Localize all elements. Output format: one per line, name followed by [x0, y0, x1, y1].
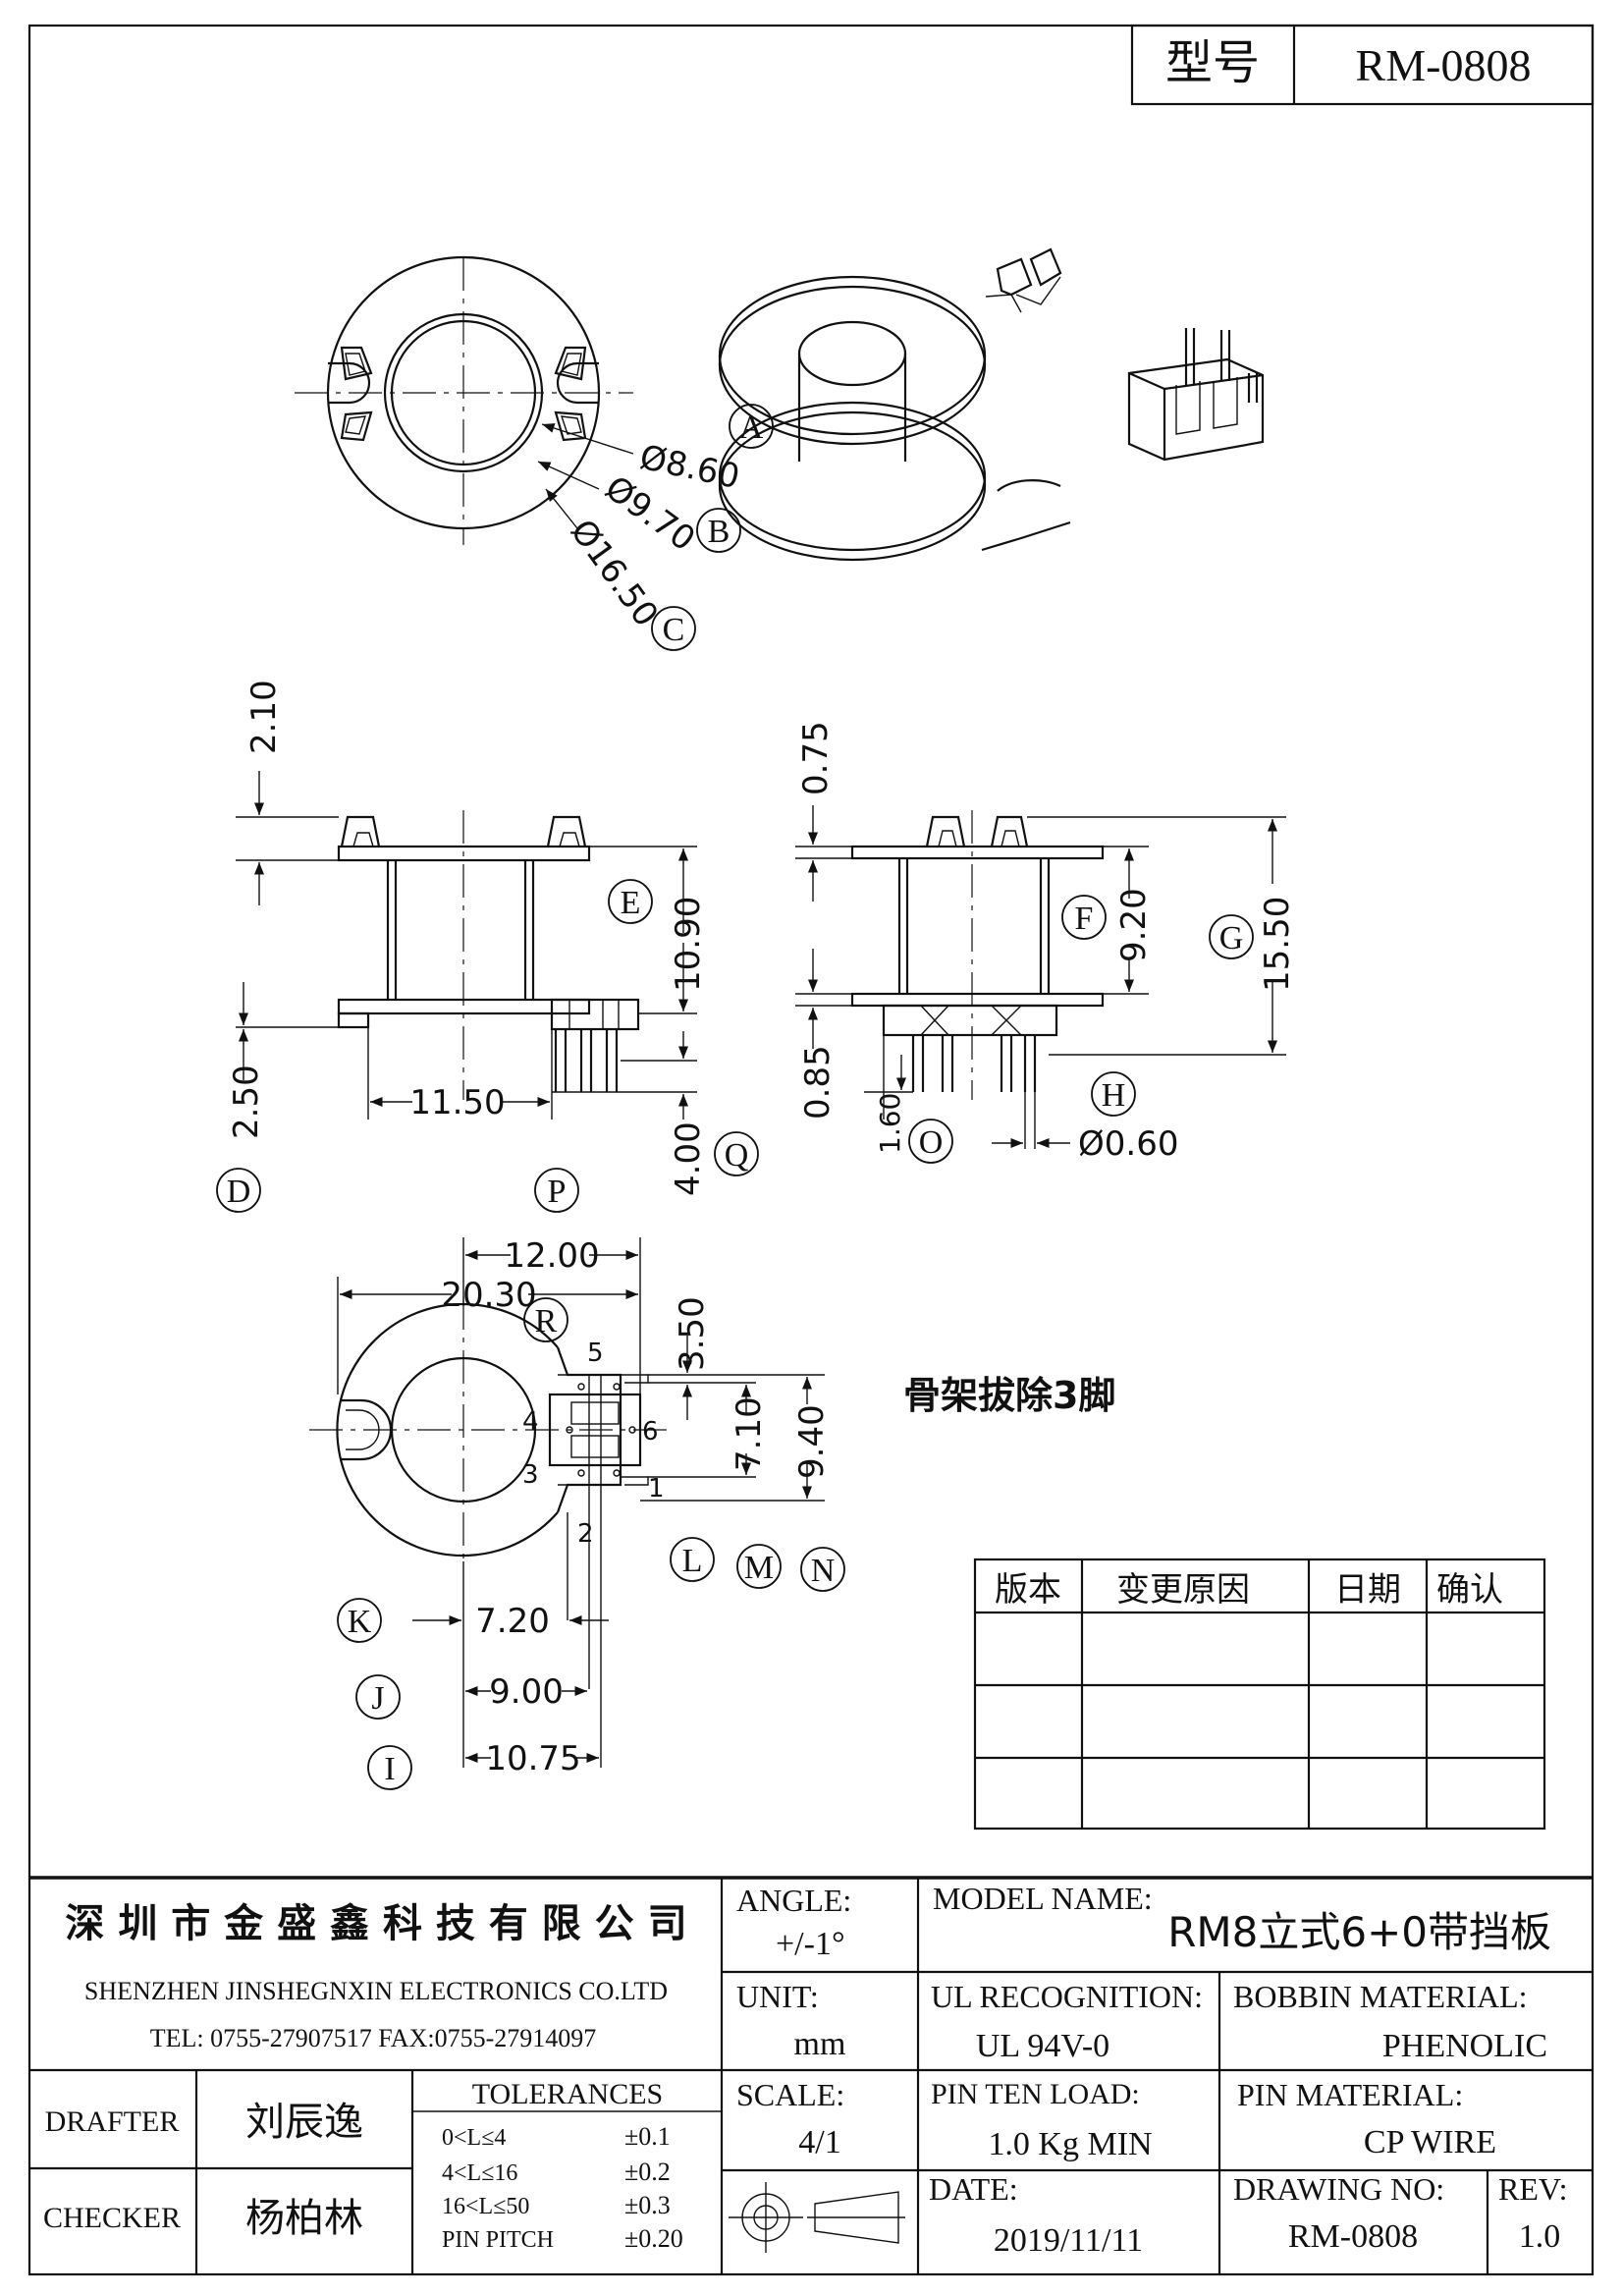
- tolerance-value-1: ±0.1: [624, 2122, 671, 2151]
- dim-pin-gap: 1.60: [874, 1093, 906, 1154]
- dim-bottom-flange: 0.85: [798, 1045, 838, 1120]
- pin-3: 3: [522, 1460, 539, 1490]
- model-name-label: MODEL NAME:: [933, 1881, 1153, 1916]
- tolerance-range-4: PIN PITCH: [442, 2227, 554, 2253]
- label-p: P: [548, 1174, 567, 1210]
- label-r: R: [535, 1303, 558, 1339]
- label-b: B: [708, 514, 730, 550]
- unit-label: UNIT:: [736, 1979, 819, 2014]
- pin-2: 2: [577, 1519, 594, 1549]
- dim-710: 7.10: [730, 1396, 769, 1471]
- dim-width-12: 12.00: [504, 1236, 599, 1276]
- pin-load-value: 1.0 Kg MIN: [988, 2126, 1152, 2162]
- tolerance-value-2: ±0.2: [624, 2158, 671, 2186]
- rev-header-date: 日期: [1334, 1570, 1401, 1610]
- angle-value: +/-1°: [776, 1926, 845, 1962]
- dim-inner: 9.20: [1114, 888, 1154, 962]
- unit-value: mm: [794, 2026, 846, 2062]
- pin-material-value: CP WIRE: [1364, 2124, 1496, 2160]
- model-header-box: 型号 RM-0808: [1130, 24, 1595, 106]
- bottom-view: 5 6 4 3 1 2 12.00 20.30 3.50 7.10: [309, 1236, 845, 1790]
- scale-label: SCALE:: [736, 2077, 844, 2112]
- label-l: L: [682, 1543, 703, 1579]
- dim-top-offset: 2.10: [244, 680, 284, 754]
- dim-pin-len: 4.00: [669, 1121, 708, 1196]
- model-label: 型号: [1165, 35, 1260, 90]
- dim-width: 11.50: [409, 1083, 505, 1122]
- dim-total: 15.50: [1258, 897, 1297, 992]
- label-m: M: [744, 1550, 774, 1586]
- label-k: K: [348, 1604, 372, 1640]
- pin-material-label: PIN MATERIAL:: [1237, 2077, 1463, 2112]
- dim-d-a: Ø8.60: [636, 438, 743, 497]
- dim-flange: 2.50: [227, 1065, 266, 1139]
- tolerance-range-3: 16<L≤50: [442, 2194, 529, 2219]
- label-g: G: [1219, 920, 1244, 957]
- label-e: E: [621, 885, 641, 921]
- dim-1075: 10.75: [485, 1739, 580, 1778]
- rev-label: REV:: [1498, 2171, 1568, 2207]
- bobbin-value: PHENOLIC: [1382, 2028, 1547, 2064]
- dim-940: 9.40: [792, 1404, 832, 1479]
- pin-load-label: PIN TEN LOAD:: [931, 2078, 1140, 2110]
- scale-value: 4/1: [798, 2124, 840, 2160]
- angle-label: ANGLE:: [736, 1883, 851, 1918]
- isometric-view: [718, 247, 1265, 562]
- rev-header-reason: 变更原因: [1116, 1570, 1250, 1610]
- rev-header-version: 版本: [995, 1570, 1061, 1610]
- label-n: N: [811, 1553, 836, 1589]
- rev-header-confirm: 确认: [1436, 1570, 1503, 1610]
- bobbin-label: BOBBIN MATERIAL:: [1233, 1979, 1528, 2014]
- label-j: J: [371, 1680, 384, 1717]
- dim-720: 7.20: [475, 1602, 550, 1641]
- company-en: SHENZHEN JINSHEGNXIN ELECTRONICS CO.LTD: [84, 1977, 668, 2005]
- pin-5: 5: [587, 1339, 604, 1368]
- drawing-no-label: DRAWING NO:: [1233, 2171, 1444, 2207]
- drawing-no-value: RM-0808: [1288, 2218, 1418, 2255]
- label-o: O: [919, 1124, 944, 1161]
- dim-top-flange: 0.75: [796, 721, 836, 795]
- label-f: F: [1075, 901, 1094, 937]
- rev-value: 1.0: [1519, 2218, 1561, 2255]
- model-value: RM-0808: [1356, 40, 1532, 90]
- pin-1: 1: [648, 1474, 665, 1503]
- drafter-value: 刘辰逸: [245, 2100, 363, 2145]
- label-d: D: [227, 1174, 251, 1210]
- ul-label: UL RECOGNITION:: [931, 1979, 1203, 2014]
- tolerance-range-1: 0<L≤4: [442, 2125, 506, 2151]
- pin-6: 6: [642, 1417, 659, 1447]
- date-value: 2019/11/11: [994, 2222, 1143, 2259]
- model-name-value: RM8立式6+0带挡板: [1167, 1908, 1551, 1956]
- dim-350: 3.50: [673, 1296, 712, 1371]
- checker-value: 杨柏林: [245, 2196, 363, 2241]
- company-contact: TEL: 0755-27907517 FAX:0755-27914097: [150, 2024, 597, 2052]
- sheet-border: [27, 24, 1595, 2276]
- projection-symbol: [729, 2182, 905, 2253]
- dim-pin-dia: Ø0.60: [1078, 1124, 1178, 1164]
- front-view: 2.10 2.50 10.90 4.00 11.50 E D P Q: [216, 680, 759, 1213]
- dim-height: 10.90: [669, 897, 708, 992]
- tolerance-value-3: ±0.3: [624, 2191, 671, 2219]
- top-view: Ø8.60 Ø9.70 Ø16.50 A B C: [295, 255, 774, 651]
- revision-table: 版本 变更原因 日期 确认: [973, 1558, 1546, 1831]
- side-view: 0.75 0.85 9.20 15.50 1.60 Ø0.60 F G H O: [795, 721, 1297, 1164]
- tolerances-label: TOLERANCES: [472, 2078, 663, 2110]
- tolerance-value-4: ±0.20: [624, 2224, 683, 2253]
- title-block: 深 圳 市 金 盛 鑫 科 技 有 限 公 司 SHENZHEN JINSHEG…: [29, 1876, 1593, 2274]
- label-q: Q: [725, 1137, 749, 1174]
- note-text: 骨架拔除3脚: [903, 1374, 1115, 1417]
- date-label: DATE:: [929, 2171, 1018, 2207]
- drafter-label: DRAFTER: [45, 2105, 180, 2138]
- label-c: C: [663, 612, 685, 648]
- checker-label: CHECKER: [43, 2202, 181, 2234]
- ul-value: UL 94V-0: [976, 2028, 1109, 2064]
- company-cn: 深 圳 市 金 盛 鑫 科 技 有 限 公 司: [65, 1901, 686, 1946]
- tolerance-range-2: 4<L≤16: [442, 2160, 517, 2186]
- dim-900: 9.00: [489, 1672, 564, 1712]
- label-h: H: [1102, 1077, 1126, 1114]
- label-i: I: [384, 1751, 395, 1787]
- pin-4: 4: [522, 1407, 539, 1437]
- dim-width-20: 20.30: [441, 1276, 536, 1315]
